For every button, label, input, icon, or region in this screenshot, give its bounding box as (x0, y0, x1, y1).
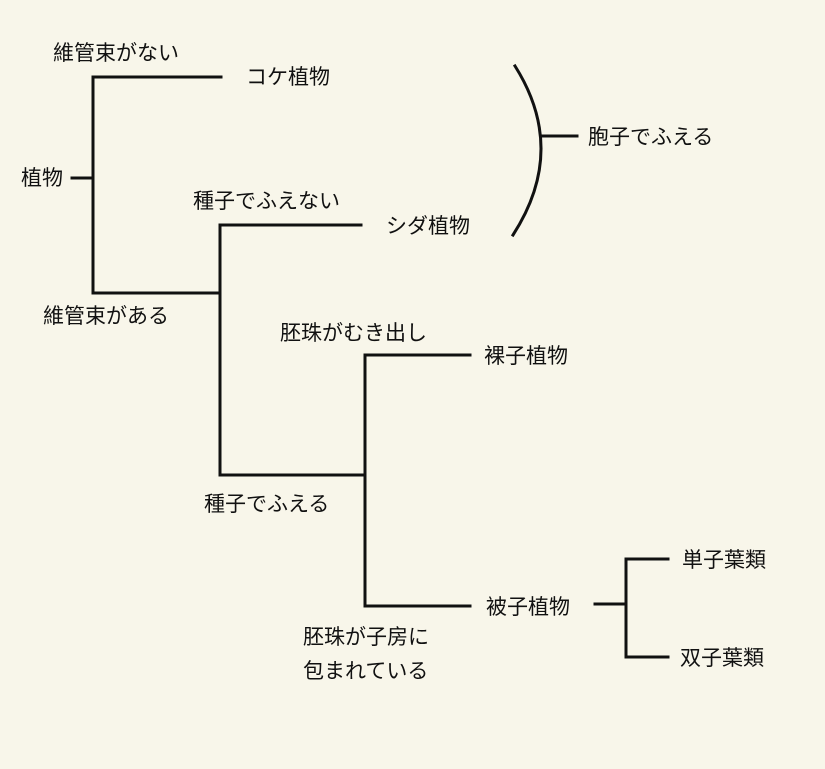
root-label: 植物 (21, 166, 63, 190)
condition-no-seed: 種子でふえない (193, 189, 340, 213)
group-gymnosperm: 裸子植物 (484, 344, 568, 368)
group-angiosperm: 被子植物 (486, 595, 570, 619)
condition-ovule-enclosed-line2: 包まれている (303, 659, 429, 683)
group-monocot: 単子葉類 (682, 548, 766, 572)
condition-seed: 種子でふえる (204, 492, 330, 516)
group-fern: シダ植物 (386, 214, 470, 238)
group-dicot: 双子葉類 (680, 646, 764, 670)
group-moss: コケ植物 (246, 65, 330, 89)
condition-vascular: 維管束がある (43, 304, 169, 328)
condition-no-vascular: 維管束がない (53, 41, 179, 65)
condition-ovule-exposed: 胚珠がむき出し (280, 321, 427, 345)
spore-bracket (510, 63, 543, 238)
condition-ovule-enclosed-line1: 胚珠が子房に (303, 625, 429, 649)
bracket-label: 胞子でふえる (588, 125, 714, 149)
